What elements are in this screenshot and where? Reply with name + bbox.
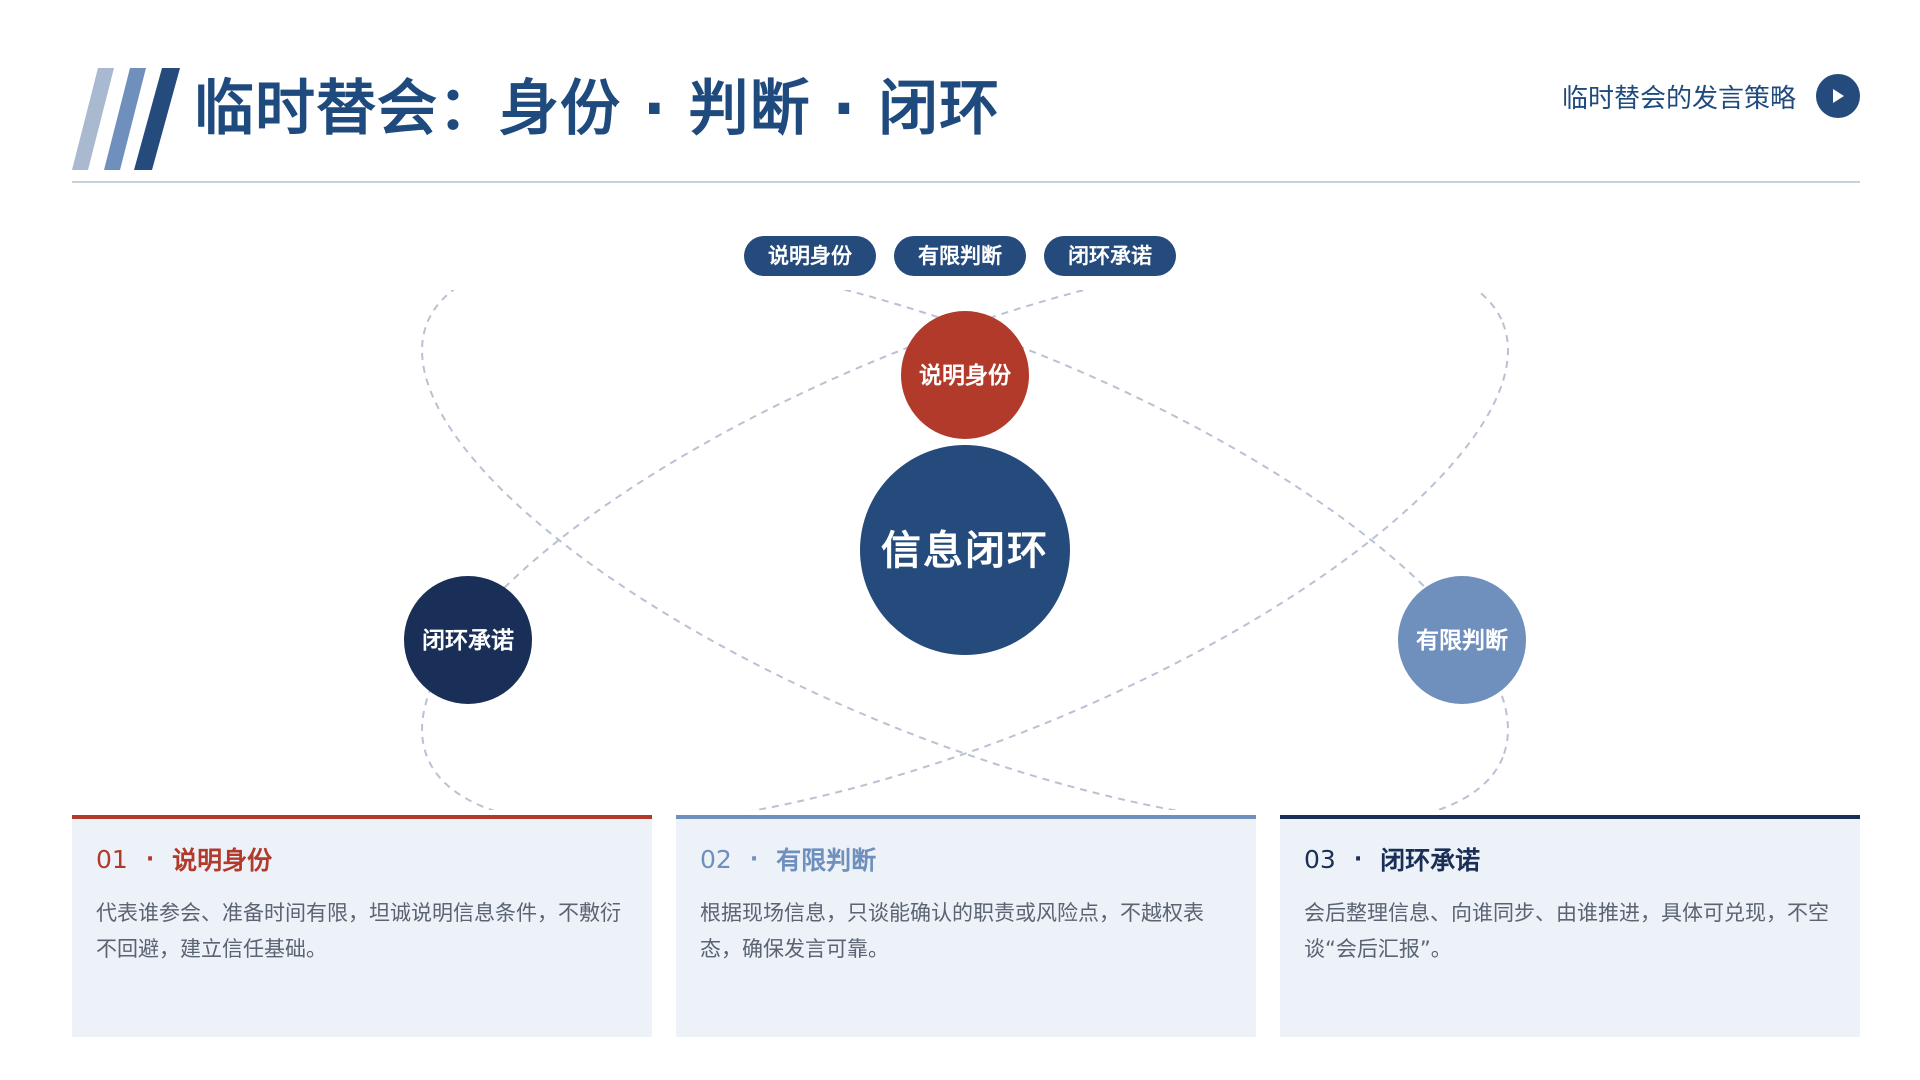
closed-loop-diagram: 说明身份 信息闭环 闭环承诺 有限判断 — [404, 290, 1526, 810]
node-center-label: 信息闭环 — [881, 528, 1049, 574]
card-number: 01 — [96, 844, 128, 874]
orbit-ellipse-a — [421, 290, 1509, 810]
card-header: 01 · 说明身份 — [96, 841, 628, 877]
node-judgement: 有限判断 — [1398, 576, 1526, 704]
card-header: 02 · 有限判断 — [700, 841, 1232, 877]
card-description: 会后整理信息、向谁同步、由谁推进，具体可兑现，不空谈“会后汇报”。 — [1304, 901, 1829, 961]
page-title: 临时替会：身份 · 判断 · 闭环 — [194, 74, 1001, 144]
card-separator: · — [1353, 846, 1363, 872]
card-title: 闭环承诺 — [1380, 846, 1481, 875]
subtitle: 临时替会的发言策略 — [1561, 83, 1796, 114]
node-center: 信息闭环 — [860, 445, 1070, 655]
card-description: 代表谁参会、准备时间有限，坦诚说明信息条件，不敷衍不回避，建立信任基础。 — [96, 901, 621, 961]
card-commitment: 03 · 闭环承诺 会后整理信息、向谁同步、由谁推进，具体可兑现，不空谈“会后汇… — [1280, 815, 1860, 1037]
node-commitment-label: 闭环承诺 — [422, 628, 514, 654]
card-header: 03 · 闭环承诺 — [1304, 841, 1836, 877]
node-identity: 说明身份 — [901, 311, 1029, 439]
pill-identity: 说明身份 — [744, 236, 876, 276]
tag-pills: 说明身份 有限判断 闭环承诺 — [0, 236, 1920, 276]
card-identity: 01 · 说明身份 代表谁参会、准备时间有限，坦诚说明信息条件，不敷衍不回避，建… — [72, 815, 652, 1037]
play-icon — [1833, 89, 1844, 103]
card-description: 根据现场信息，只谈能确认的职责或风险点，不越权表态，确保发言可靠。 — [700, 901, 1204, 961]
card-row: 01 · 说明身份 代表谁参会、准备时间有限，坦诚说明信息条件，不敷衍不回避，建… — [72, 815, 1860, 1037]
slash-stripes-icon — [72, 68, 180, 170]
card-separator: · — [145, 846, 155, 872]
card-judgement: 02 · 有限判断 根据现场信息，只谈能确认的职责或风险点，不越权表态，确保发言… — [676, 815, 1256, 1037]
card-number: 02 — [700, 844, 732, 874]
card-title: 有限判断 — [776, 846, 877, 875]
pill-commitment: 闭环承诺 — [1044, 236, 1176, 276]
header-divider — [72, 181, 1860, 183]
subtitle-group: 临时替会的发言策略 — [1562, 74, 1860, 118]
play-button[interactable] — [1816, 74, 1860, 118]
card-separator: · — [749, 846, 759, 872]
card-title: 说明身份 — [172, 846, 273, 875]
pill-judgement: 有限判断 — [894, 236, 1026, 276]
node-identity-label: 说明身份 — [919, 362, 1012, 389]
node-commitment: 闭环承诺 — [404, 576, 532, 704]
card-number: 03 — [1304, 844, 1336, 874]
node-judgement-label: 有限判断 — [1416, 627, 1508, 654]
